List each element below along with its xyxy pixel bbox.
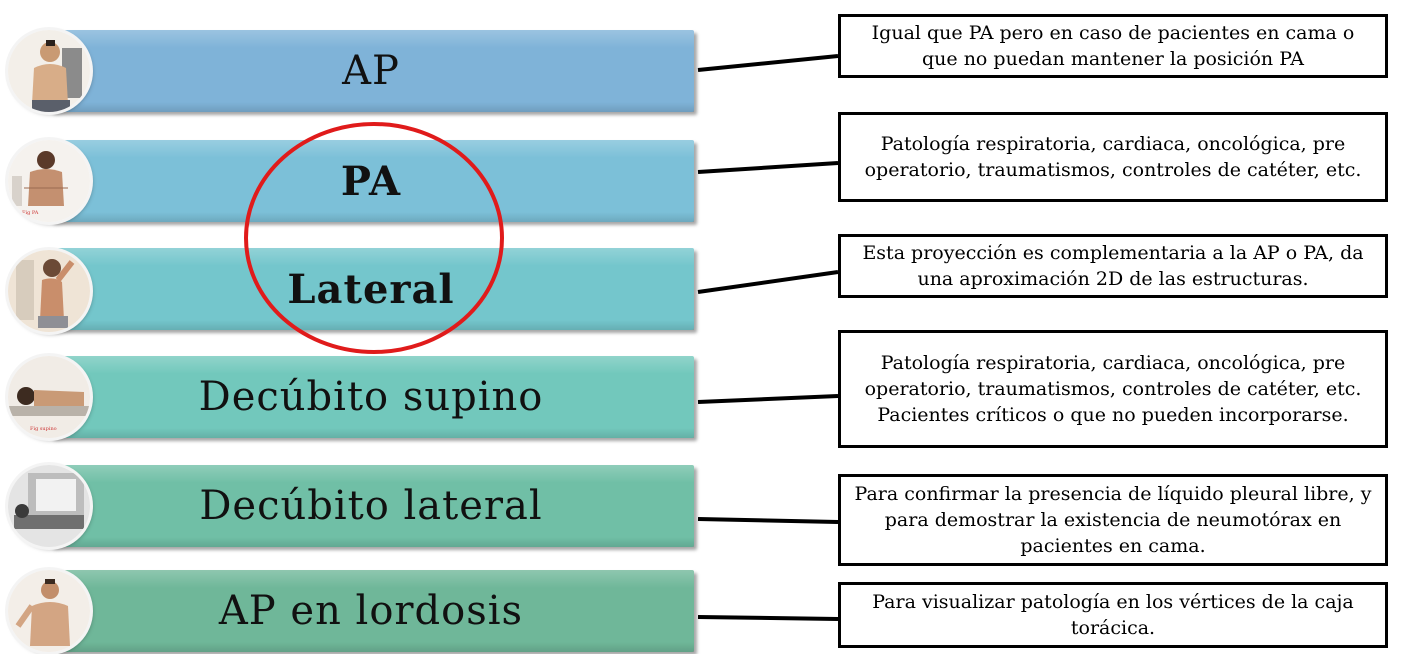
band-label-decubito-supino: Decúbito supino bbox=[198, 374, 544, 420]
patient-photo-pa: Fig PA bbox=[8, 140, 90, 222]
description-text-decubito-lateral: Para confirmar la presencia de líquido p… bbox=[854, 483, 1372, 557]
description-text-lateral: Esta proyección es complementaria a la A… bbox=[862, 242, 1364, 290]
patient-photo-decubito-supino: Fig supino bbox=[8, 356, 90, 438]
patient-photo-ap bbox=[8, 30, 90, 112]
description-box-decubito-lateral: Para confirmar la presencia de líquido p… bbox=[838, 474, 1388, 566]
band-label-ap: AP bbox=[342, 48, 400, 94]
patient-photo-ap-lordosis bbox=[8, 570, 90, 652]
connector-line-lateral bbox=[697, 270, 839, 294]
band-decubito-supino: Decúbito supino bbox=[48, 356, 694, 438]
description-box-ap-lordosis: Para visualizar patología en los vértice… bbox=[838, 582, 1388, 648]
connector-line-ap bbox=[697, 54, 839, 72]
description-text-ap-lordosis: Para visualizar patología en los vértice… bbox=[872, 591, 1354, 639]
description-text-ap: Igual que PA pero en caso de pacientes e… bbox=[871, 22, 1355, 70]
band-decubito-lateral: Decúbito lateral bbox=[48, 465, 694, 547]
band-label-lateral: Lateral bbox=[287, 265, 455, 313]
description-box-ap: Igual que PA pero en caso de pacientes e… bbox=[838, 14, 1388, 78]
connector-line-ap-lordosis bbox=[697, 615, 839, 621]
description-text-pa: Patología respiratoria, cardiaca, oncoló… bbox=[864, 133, 1362, 181]
band-pa: PA bbox=[48, 140, 694, 222]
patient-photo-decubito-lateral bbox=[8, 465, 90, 547]
band-label-decubito-lateral: Decúbito lateral bbox=[199, 483, 543, 529]
band-ap-lordosis: AP en lordosis bbox=[48, 570, 694, 652]
band-label-pa: PA bbox=[340, 157, 402, 205]
svg-text:Fig supino: Fig supino bbox=[30, 426, 57, 432]
patient-photo-lateral bbox=[8, 250, 90, 332]
connector-line-pa bbox=[697, 161, 839, 174]
connector-line-decubito-lateral bbox=[697, 517, 839, 524]
svg-text:Fig PA: Fig PA bbox=[22, 210, 39, 216]
description-box-decubito-supino: Patología respiratoria, cardiaca, oncoló… bbox=[838, 330, 1388, 448]
band-label-ap-lordosis: AP en lordosis bbox=[218, 588, 524, 634]
description-text-decubito-supino: Patología respiratoria, cardiaca, oncoló… bbox=[864, 352, 1362, 426]
band-lateral: Lateral bbox=[48, 248, 694, 330]
connector-line-decubito-supino bbox=[697, 394, 839, 404]
description-box-pa: Patología respiratoria, cardiaca, oncoló… bbox=[838, 112, 1388, 202]
band-ap: AP bbox=[48, 30, 694, 112]
description-box-lateral: Esta proyección es complementaria a la A… bbox=[838, 234, 1388, 298]
